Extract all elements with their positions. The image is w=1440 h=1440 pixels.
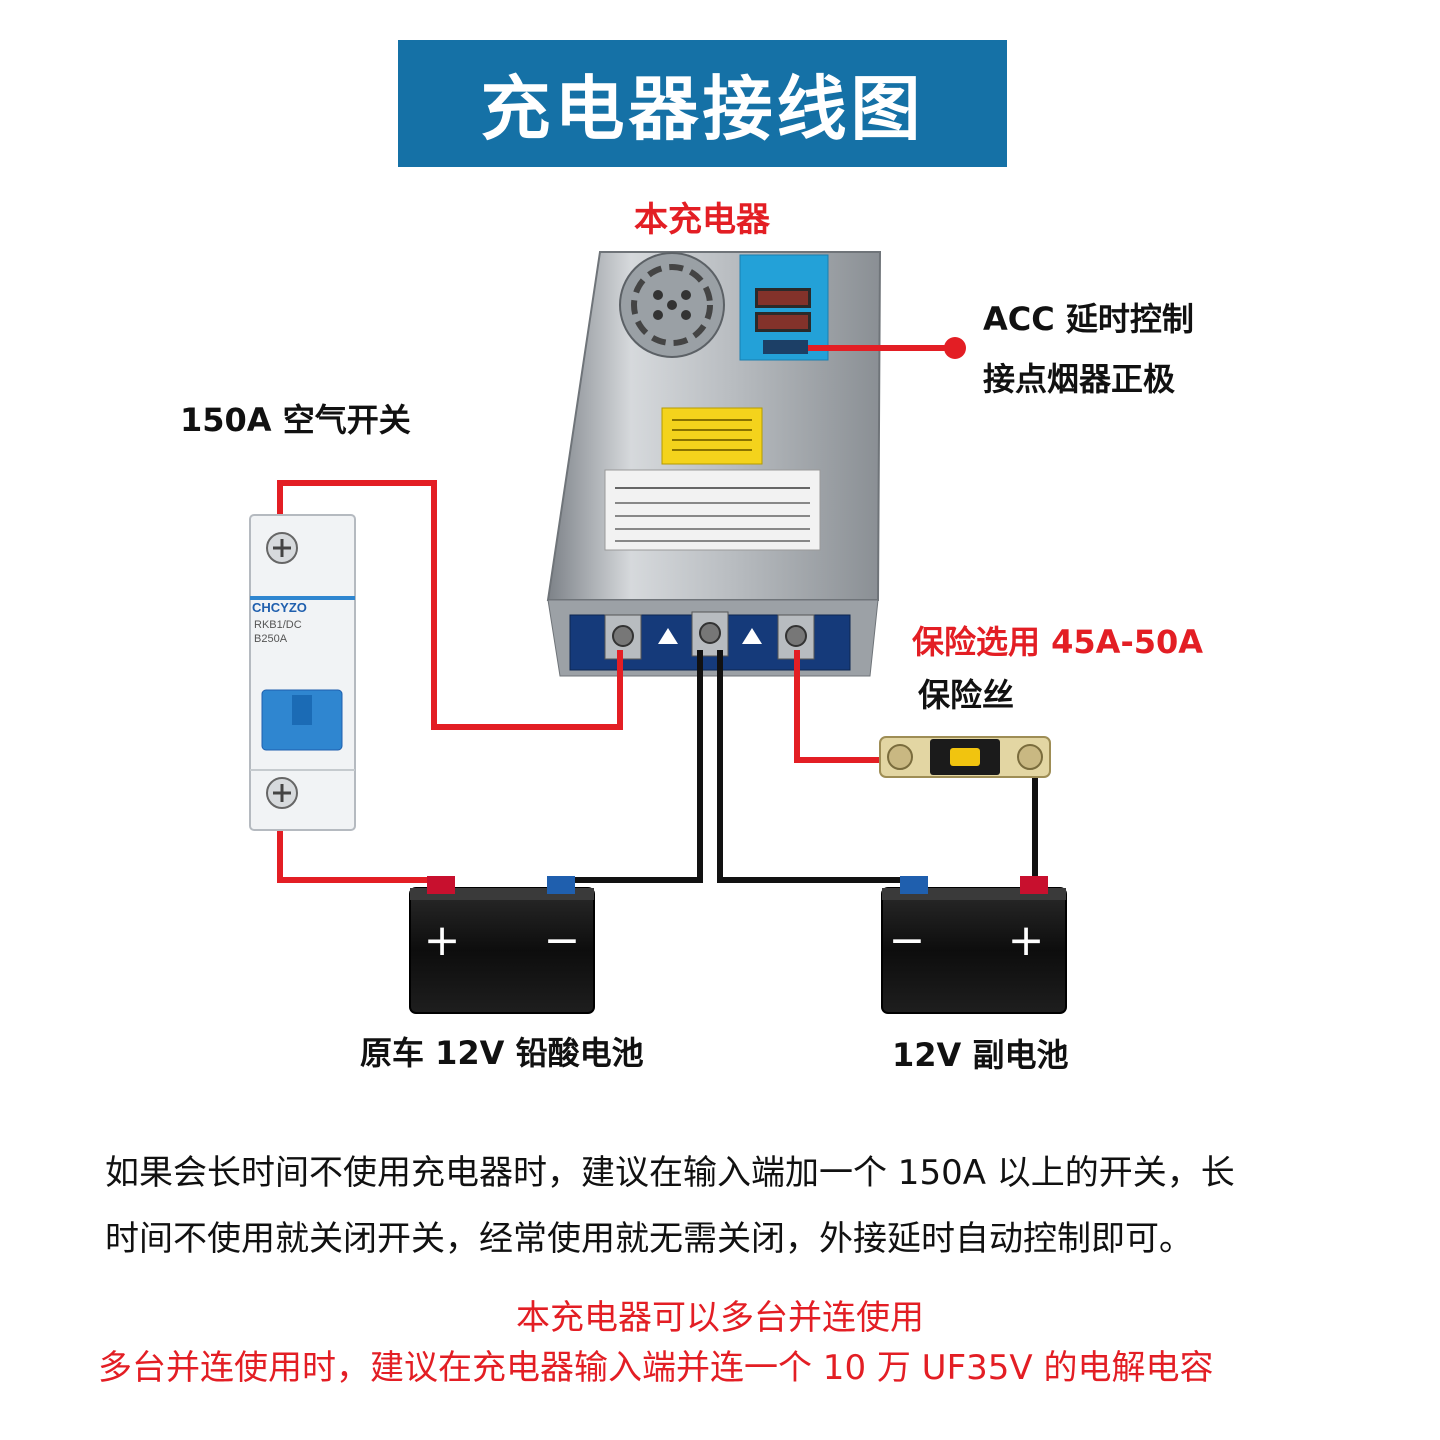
note-line-2: 时间不使用就关闭开关，经常使用就无需关闭，外接延时自动控制即可。 [105, 1219, 1193, 1259]
aux-battery-label: 12V 副电池 [892, 1036, 1069, 1074]
main-battery-label: 原车 12V 铅酸电池 [360, 1034, 644, 1072]
fuse-spec-label: 保险选用 45A-50A [912, 623, 1204, 661]
minus-icon: − [889, 915, 926, 966]
diagram-title: 充电器接线图 [398, 40, 1007, 167]
warning-sticker [661, 407, 763, 465]
breaker-label: 150A 空气开关 [180, 401, 411, 439]
main-battery-negative-wire [560, 650, 703, 883]
main-battery-positive-post [427, 876, 455, 894]
charger-unit [546, 251, 882, 677]
note-line-1: 如果会长时间不使用充电器时，建议在输入端加一个 150A 以上的开关，长 [105, 1153, 1235, 1193]
minus-icon: − [544, 915, 581, 966]
acc-wire-end [944, 337, 966, 359]
charger-label: 本充电器 [634, 200, 770, 240]
fuse-label: 保险丝 [918, 676, 1015, 714]
common-negative-terminal [699, 622, 721, 644]
main-battery-negative-post [547, 876, 575, 894]
acc-terminal [763, 340, 808, 354]
fuse-holder [879, 736, 1051, 778]
main-battery-positive-wire [277, 830, 440, 883]
breaker-rating: B250A [254, 633, 288, 645]
spec-label [604, 469, 821, 551]
plus-icon: + [1008, 915, 1045, 966]
circuit-breaker: CHCYZO RKB1/DC B250A [249, 514, 356, 831]
breaker-brand: CHCYZO [252, 600, 307, 615]
aux-battery-negative-post [900, 876, 928, 894]
aux-battery: − + [881, 876, 1067, 1014]
acc-label-line1: ACC 延时控制 [983, 300, 1194, 338]
warning-triangle-icon [742, 628, 762, 644]
note-paragraph: 如果会长时间不使用充电器时，建议在输入端加一个 150A 以上的开关，长 时间不… [105, 1140, 1365, 1272]
input-positive-terminal [612, 625, 634, 647]
plus-icon: + [424, 915, 461, 966]
parallel-note-title: 本充电器可以多台并连使用 [516, 1298, 924, 1338]
output-positive-wire [794, 650, 880, 763]
output-positive-terminal [785, 625, 807, 647]
main-battery: + − [409, 876, 595, 1014]
parallel-note-detail: 多台并连使用时，建议在充电器输入端并连一个 10 万 UF35V 的电解电容 [98, 1348, 1214, 1388]
input-positive-wire [277, 480, 623, 730]
aux-battery-negative-wire [717, 650, 910, 883]
warning-triangle-icon [658, 628, 678, 644]
aux-battery-positive-post [1020, 876, 1048, 894]
breaker-model: RKB1/DC [254, 619, 302, 631]
acc-label-line2: 接点烟器正极 [983, 360, 1176, 398]
